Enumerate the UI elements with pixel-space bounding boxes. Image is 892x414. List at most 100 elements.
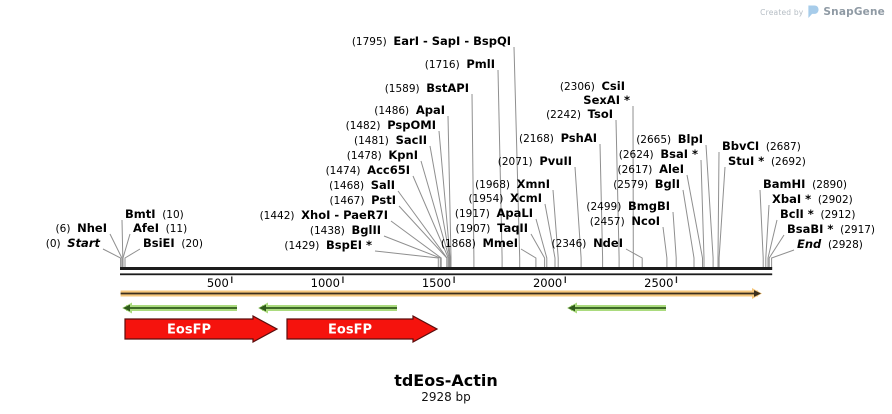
site-connector-alei bbox=[686, 174, 703, 268]
site-connector-apali bbox=[535, 218, 548, 268]
site-label-bcli[interactable]: BclI * (2912) bbox=[780, 207, 855, 221]
site-label-bsai[interactable]: (2624) BsaI * bbox=[619, 147, 698, 161]
site-label-xhoi-paer7i[interactable]: (1442) XhoI - PaeR7I bbox=[260, 208, 388, 222]
site-label-bsabi[interactable]: BsaBI * (2917) bbox=[787, 222, 875, 236]
site-label-tsoi[interactable]: (2242) TsoI bbox=[546, 107, 613, 121]
watermark-brand-label: SnapGene bbox=[823, 6, 885, 18]
site-connector-kpni bbox=[420, 160, 450, 268]
site-connector-mmei bbox=[520, 248, 537, 268]
site-label-alei[interactable]: (2617) AleI bbox=[617, 162, 684, 176]
site-connector-pmli bbox=[497, 69, 503, 268]
cds-eosfp-2-label: EosFP bbox=[328, 323, 372, 338]
axis-tick-label: 500 bbox=[207, 276, 229, 290]
site-connector-xcmi bbox=[544, 203, 556, 268]
axis-tick-label: 1000 bbox=[311, 276, 340, 290]
site-label-pvuii[interactable]: (2071) PvuII bbox=[498, 154, 572, 168]
site-connector-bspei bbox=[374, 250, 439, 268]
site-connector-xbai bbox=[765, 204, 770, 268]
site-label-pmli[interactable]: (1716) PmlI bbox=[425, 57, 495, 71]
site-connector-bmgbi bbox=[672, 211, 677, 268]
site-connector-bsiei bbox=[124, 248, 141, 268]
site-label-sali[interactable]: (1468) SalI bbox=[329, 178, 395, 192]
site-label-stui[interactable]: StuI * (2692) bbox=[728, 154, 806, 168]
sequence-line-bottom bbox=[120, 273, 773, 276]
site-connector-sali bbox=[397, 190, 448, 268]
site-label-pshai[interactable]: (2168) PshAI bbox=[519, 131, 597, 145]
cds-eosfp-2[interactable]: EosFP bbox=[286, 314, 439, 344]
site-connector-bglii bbox=[383, 235, 441, 268]
site-label-csii[interactable]: (2306) CsiI bbox=[560, 79, 625, 93]
orf-forward[interactable] bbox=[120, 288, 762, 299]
site-label-bsiei[interactable]: BsiEI (20) bbox=[143, 236, 203, 250]
site-label-nhei[interactable]: (6) NheI bbox=[56, 221, 107, 235]
site-label-start[interactable]: (0) Start bbox=[46, 236, 101, 250]
site-connector-ndei bbox=[625, 248, 643, 268]
site-label-bbvci[interactable]: BbvCI (2687) bbox=[722, 139, 801, 153]
site-connector-tsoi bbox=[615, 119, 620, 268]
site-connector-pshai bbox=[599, 143, 604, 268]
site-connector-taqii bbox=[530, 233, 546, 268]
site-label-bamhi[interactable]: BamHI (2890) bbox=[763, 177, 847, 191]
watermark: Created by SnapGene bbox=[760, 5, 885, 19]
site-connector-ncoi bbox=[662, 226, 668, 268]
map-length: 2928 bp bbox=[421, 390, 471, 404]
site-label-bspei[interactable]: (1429) BspEI * bbox=[284, 238, 372, 252]
site-connector-blpi bbox=[705, 144, 714, 268]
site-connector-nhei bbox=[109, 233, 123, 268]
site-label-afei[interactable]: AfeI (11) bbox=[133, 221, 187, 235]
site-label-ncoi[interactable]: (2457) NcoI bbox=[590, 214, 660, 228]
site-label-bmgbi[interactable]: (2499) BmgBI bbox=[586, 199, 670, 213]
site-connector-bbvci bbox=[717, 151, 720, 268]
site-label-apai[interactable]: (1486) ApaI bbox=[374, 103, 445, 117]
site-label-apali[interactable]: (1917) ApaLI bbox=[455, 206, 533, 220]
site-label-xcmi[interactable]: (1954) XcmI bbox=[468, 191, 542, 205]
site-label-end[interactable]: End (2928) bbox=[797, 237, 863, 251]
site-connector-afei bbox=[122, 233, 131, 268]
primer-reverse-2[interactable] bbox=[258, 302, 397, 314]
site-connector-bamhi bbox=[759, 189, 764, 268]
cds-eosfp-1-label: EosFP bbox=[167, 323, 211, 338]
site-label-xmni[interactable]: (1968) XmnI bbox=[475, 177, 550, 191]
site-connector-xhoi-paer7i bbox=[390, 220, 442, 268]
sequence-line-top bbox=[120, 267, 773, 270]
site-connector-acc65i bbox=[412, 175, 449, 268]
site-connector-bstapi bbox=[471, 93, 475, 268]
site-connector-stui bbox=[718, 166, 726, 268]
site-label-xbai[interactable]: XbaI * (2902) bbox=[772, 192, 853, 206]
site-label-mmei[interactable]: (1868) MmeI bbox=[441, 236, 518, 250]
site-label-psti[interactable]: (1467) PstI bbox=[330, 193, 396, 207]
site-label-pspomi[interactable]: (1482) PspOMI bbox=[346, 118, 436, 132]
site-connector-end bbox=[771, 249, 795, 268]
site-connector-pvuii bbox=[574, 166, 582, 268]
site-connector-pspomi bbox=[438, 130, 451, 268]
site-connector-eari-sapi-bspqi bbox=[513, 46, 521, 268]
site-label-kpni[interactable]: (1478) KpnI bbox=[347, 148, 418, 162]
site-label-bgli[interactable]: (2579) BglI bbox=[613, 177, 680, 191]
site-connector-bcli bbox=[767, 219, 778, 268]
site-label-ndei[interactable]: (2346) NdeI bbox=[551, 236, 623, 250]
site-label-bstapi[interactable]: (1589) BstAPI bbox=[385, 81, 469, 95]
site-connector-bsai bbox=[700, 159, 705, 268]
site-label-blpi[interactable]: (2665) BlpI bbox=[636, 132, 703, 146]
primer-reverse-1[interactable] bbox=[122, 302, 237, 314]
snapgene-logo-icon bbox=[808, 5, 819, 18]
site-label-sacii[interactable]: (1481) SacII bbox=[354, 133, 427, 147]
site-label-bmti[interactable]: BmtI (10) bbox=[125, 207, 184, 221]
axis-tick-label: 1500 bbox=[422, 276, 451, 290]
map-title: tdEos-Actin bbox=[394, 371, 498, 390]
site-label-sexai[interactable]: SexAI * bbox=[583, 93, 630, 107]
site-connector-xmni bbox=[552, 189, 559, 268]
site-label-eari-sapi-bspqi[interactable]: (1795) EarI - SapI - BspQI bbox=[352, 34, 511, 48]
axis-tick-label: 2500 bbox=[644, 276, 673, 290]
cds-eosfp-1[interactable]: EosFP bbox=[124, 314, 279, 344]
watermark-created-by-label: Created by bbox=[760, 7, 804, 17]
site-connector-bgli bbox=[682, 189, 695, 268]
axis-tick-label: 2000 bbox=[533, 276, 562, 290]
site-label-taqii[interactable]: (1907) TaqII bbox=[455, 221, 528, 235]
site-label-bglii[interactable]: (1438) BglII bbox=[310, 223, 381, 237]
primer-reverse-3[interactable] bbox=[567, 302, 666, 314]
site-label-acc65i[interactable]: (1474) Acc65I bbox=[326, 163, 410, 177]
site-connector-bsabi bbox=[768, 234, 785, 268]
